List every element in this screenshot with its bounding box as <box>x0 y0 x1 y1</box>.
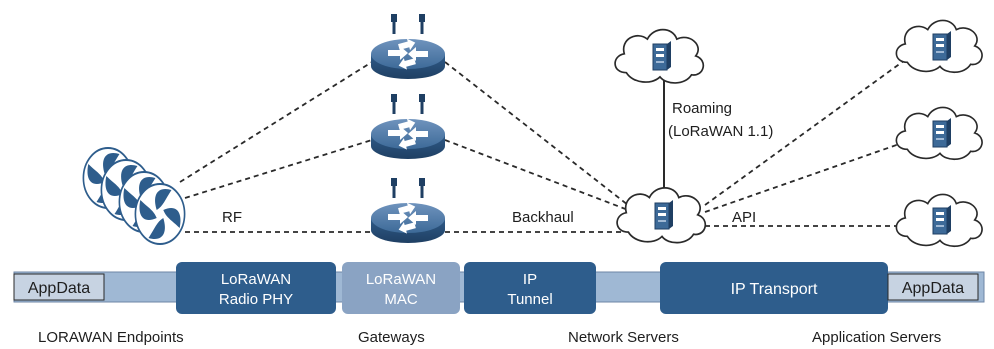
roaming-server-cloud <box>614 28 705 84</box>
gateway-3-icon <box>369 176 447 245</box>
link-endpoint-gw2 <box>184 139 373 199</box>
gateway-1-icon <box>369 12 447 81</box>
endpoint-devices <box>82 147 186 245</box>
rf-label: RF <box>222 209 242 226</box>
network-server-cloud <box>616 186 707 244</box>
mac-label-line1: LoRaWAN <box>366 271 436 288</box>
mac-block <box>342 262 460 314</box>
mac-label-line2: MAC <box>384 291 418 308</box>
appdata-right-block <box>887 273 979 301</box>
radio-phy-block <box>176 262 336 314</box>
caption-gateways: Gateways <box>358 329 425 346</box>
radio-phy-label-line2: Radio PHY <box>219 291 293 308</box>
tunnel-block <box>464 262 596 314</box>
tunnel-label-line2: Tunnel <box>507 291 552 308</box>
appdata-left-block <box>13 273 105 301</box>
api-label: API <box>732 209 756 226</box>
ip-transport-label: IP Transport <box>731 281 818 298</box>
caption-application-servers: Application Servers <box>812 329 941 346</box>
link-gw1-ns <box>444 61 629 206</box>
appdata-left-label: AppData <box>28 280 90 297</box>
backhaul-label: Backhaul <box>512 209 574 226</box>
appdata-right-label: AppData <box>902 280 964 297</box>
roaming-version-label: (LoRaWAN 1.1) <box>668 123 773 140</box>
radio-phy-label-line1: LoRaWAN <box>221 271 291 288</box>
protocol-stack: AppData LoRaWAN Radio PHY LoRaWAN MAC IP… <box>13 262 985 314</box>
link-ns-as2 <box>704 141 906 213</box>
link-gw2-ns <box>444 139 629 211</box>
application-server-cloud-2 <box>895 106 983 161</box>
tunnel-label-line1: IP <box>523 271 537 288</box>
application-server-cloud-3 <box>895 193 983 248</box>
application-server-cloud-1 <box>895 19 983 74</box>
link-endpoint-gw1 <box>179 61 373 183</box>
gateway-2-icon <box>369 92 447 161</box>
roaming-label: Roaming <box>672 100 732 117</box>
caption-endpoints: LORAWAN Endpoints <box>38 329 184 346</box>
caption-network-servers: Network Servers <box>568 329 679 346</box>
ip-transport-block <box>660 262 888 314</box>
